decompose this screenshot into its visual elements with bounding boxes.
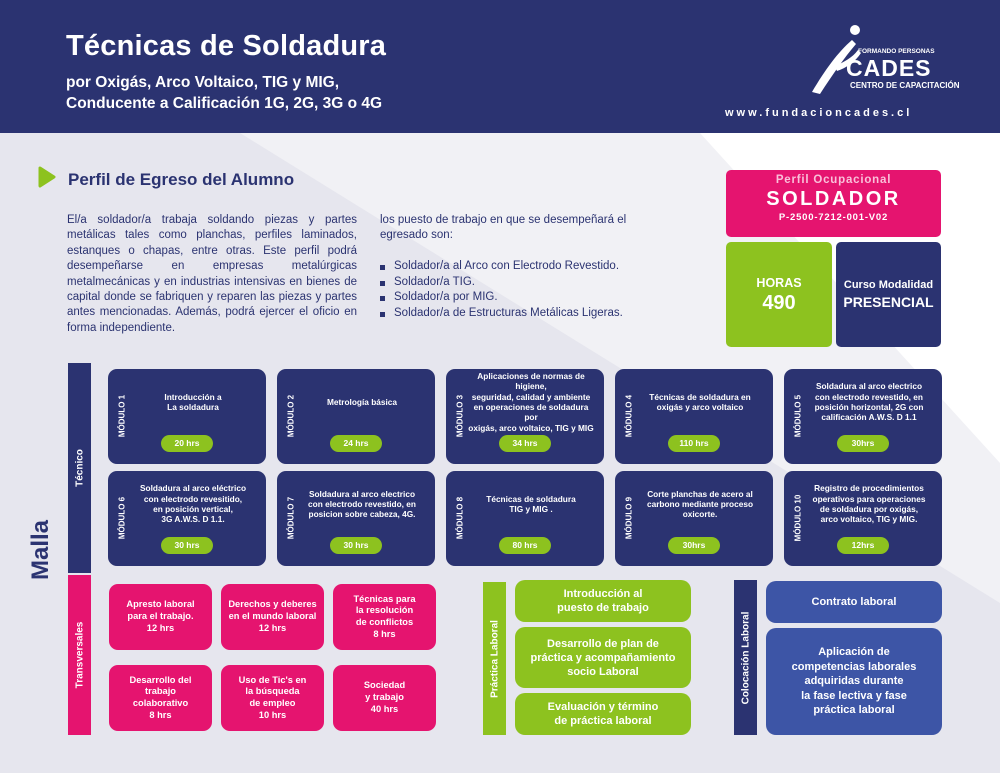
transversal-item-5: Uso de Tic's en la búsqueda de empleo 10…	[221, 665, 324, 731]
module-title: Metrología básica	[326, 396, 398, 407]
module-card-10: MÓDULO 10 Registro de procedimientos ope…	[784, 471, 942, 566]
module-card-2: MÓDULO 2 Metrología básica 24 hrs	[277, 369, 435, 464]
hours-card: HORAS 490	[726, 242, 832, 347]
page-subtitle: por Oxigás, Arco Voltaico, TIG y MIG, Co…	[66, 74, 383, 112]
module-hours: 80 hrs	[499, 537, 551, 554]
module-tag: MÓDULO 3	[455, 394, 465, 438]
module-card-8: MÓDULO 8 Técnicas de soldadura TIG y MIG…	[446, 471, 604, 566]
module-title: Técnicas de soldadura TIG y MIG .	[486, 493, 576, 514]
tecnico-label: Técnico	[74, 449, 85, 487]
module-hours: 110 hrs	[668, 435, 720, 452]
module-card-9: MÓDULO 9 Corte planchas de acero al carb…	[615, 471, 773, 566]
module-hours: 20 hrs	[161, 435, 213, 452]
practica-item-1: Introducción al puesto de trabajo	[515, 580, 691, 622]
module-card-4: MÓDULO 4 Técnicas de soldadura en oxigás…	[615, 369, 773, 464]
module-title: Registro de procedimientos operativos pa…	[812, 483, 926, 525]
module-hours: 12hrs	[837, 537, 889, 554]
logo-tagline: FORMANDO PERSONAS	[858, 48, 935, 55]
module-hours: 30 hrs	[330, 537, 382, 554]
malla-title: Malla	[26, 519, 54, 581]
practica-item-2: Desarrollo de plan de práctica y acompañ…	[515, 627, 691, 688]
tecnico-bar: Técnico	[68, 363, 91, 573]
page-title: Técnicas de Soldadura	[66, 30, 387, 62]
module-hours: 30hrs	[837, 435, 889, 452]
colocacion-label: Colocación Laboral	[740, 611, 751, 704]
module-hours: 30 hrs	[161, 537, 213, 554]
occupational-profile-name: SOLDADOR	[766, 188, 901, 210]
transversal-item-6: Sociedad y trabajo 40 hrs	[333, 665, 436, 731]
module-tag: MÓDULO 7	[286, 496, 296, 540]
header-banner: Técnicas de Soldadura por Oxigás, Arco V…	[0, 0, 1000, 133]
module-title: Técnicas de soldadura en oxigás y arco v…	[649, 391, 751, 412]
list-item: Soldador/a al Arco con Electrodo Revesti…	[380, 259, 623, 275]
cades-logo-icon	[812, 25, 861, 94]
transversales-label: Transversales	[74, 621, 85, 689]
transversal-item-4: Desarrollo del trabajo colaborativo 8 hr…	[109, 665, 212, 731]
module-hours: 34 hrs	[499, 435, 551, 452]
occupational-profile-card: Perfil Ocupacional SOLDADOR P-2500-7212-…	[726, 170, 941, 237]
occupational-profile-label: Perfil Ocupacional	[775, 174, 892, 186]
module-title: Soldadura al arco eléctrico con electrod…	[139, 483, 247, 525]
module-card-5: MÓDULO 5 Soldadura al arco electrico con…	[784, 369, 942, 464]
modality-card: Curso Modalidad PRESENCIAL	[836, 242, 941, 347]
transversales-bar: Transversales	[68, 575, 91, 735]
module-title: Soldadura al arco electrico con electrod…	[814, 381, 924, 423]
module-tag: MÓDULO 1	[117, 394, 127, 438]
list-item: Soldador/a TIG.	[380, 275, 623, 291]
module-card-6: MÓDULO 6 Soldadura al arco eléctrico con…	[108, 471, 266, 566]
modality-value: PRESENCIAL	[843, 294, 934, 310]
module-tag: MÓDULO 9	[624, 496, 634, 540]
logo-name: CADES	[846, 55, 932, 81]
module-tag: MÓDULO 8	[455, 496, 465, 540]
hours-value: 490	[762, 292, 796, 314]
colocacion-bar: Colocación Laboral	[734, 580, 757, 735]
practica-label: Práctica Laboral	[489, 619, 500, 698]
logo-subtitle: CENTRO DE CAPACITACIÓN	[850, 81, 960, 90]
website-link[interactable]: www.fundacioncades.cl	[725, 107, 913, 119]
module-tag: MÓDULO 10	[793, 494, 803, 542]
profile-paragraph: El/a soldador/a trabaja soldando piezas …	[67, 214, 357, 334]
module-title: Introducción a La soldadura	[164, 391, 222, 412]
module-card-1: MÓDULO 1 Introducción a La soldadura 20 …	[108, 369, 266, 464]
module-title: Aplicaciones de normas de higiene, segur…	[468, 371, 594, 433]
transversal-item-3: Técnicas para la resolución de conflicto…	[333, 584, 436, 650]
transversal-item-1: Apresto laboral para el trabajo. 12 hrs	[109, 584, 212, 650]
jobs-intro: los puesto de trabajo en que se desempeñ…	[380, 214, 627, 242]
module-title: Corte planchas de acero al carbono media…	[646, 488, 754, 520]
jobs-list: Soldador/a al Arco con Electrodo Revesti…	[380, 259, 623, 321]
practica-bar: Práctica Laboral	[483, 582, 506, 735]
module-hours: 24 hrs	[330, 435, 382, 452]
modality-label: Curso Modalidad	[843, 279, 934, 291]
hours-label: HORAS	[756, 276, 802, 290]
module-title: Soldadura al arco electrico con electrod…	[308, 488, 416, 520]
section-title: Perfil de Egreso del Alumno	[68, 170, 295, 189]
colocacion-item-2: Aplicación de competencias laborales adq…	[766, 628, 942, 735]
module-card-7: MÓDULO 7 Soldadura al arco electrico con…	[277, 471, 435, 566]
module-tag: MÓDULO 6	[117, 496, 127, 540]
practica-item-3: Evaluación y término de práctica laboral	[515, 693, 691, 735]
module-card-3: MÓDULO 3 Aplicaciones de normas de higie…	[446, 369, 604, 464]
list-item: Soldador/a de Estructuras Metálicas Lige…	[380, 306, 623, 322]
module-tag: MÓDULO 2	[286, 394, 296, 438]
list-item: Soldador/a por MIG.	[380, 290, 623, 306]
play-arrow-icon	[38, 166, 56, 188]
module-tag: MÓDULO 5	[793, 394, 803, 438]
module-hours: 30hrs	[668, 537, 720, 554]
colocacion-item-1: Contrato laboral	[766, 581, 942, 623]
transversal-item-2: Derechos y deberes en el mundo laboral 1…	[221, 584, 324, 650]
module-tag: MÓDULO 4	[624, 394, 634, 438]
occupational-profile-code: P-2500-7212-001-V02	[778, 212, 889, 223]
